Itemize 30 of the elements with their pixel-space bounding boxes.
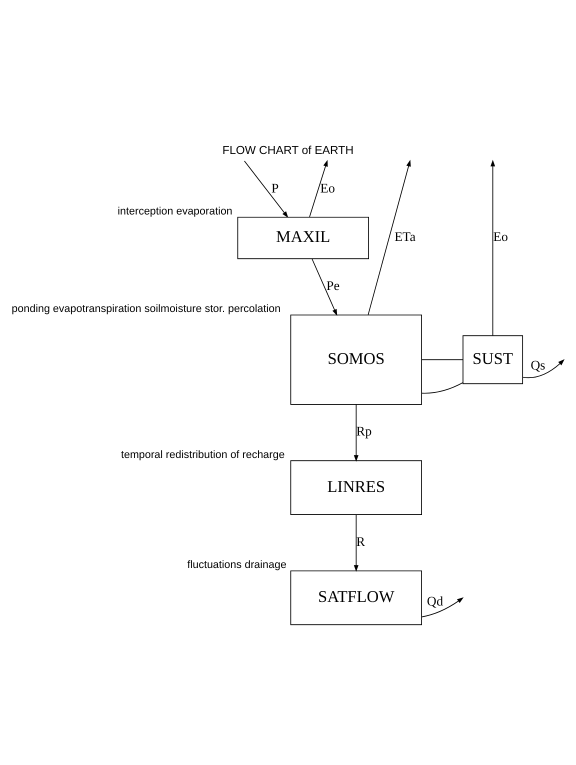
connector (421, 358, 464, 360)
node-box: SOMOS (290, 314, 422, 404)
node-label: fluctuations drainage (187, 558, 286, 570)
diagram-title: FLOW CHART of EARTH (222, 144, 354, 156)
edge-label: Qs (530, 356, 546, 372)
edge-label: Qd (426, 593, 444, 608)
edge-label: Eo (320, 180, 335, 195)
arrow (354, 514, 358, 572)
connector (421, 382, 464, 394)
arrow (490, 159, 496, 336)
arrow (309, 159, 328, 217)
node-box: MAXIL (237, 216, 369, 259)
arrow (522, 358, 565, 378)
arrow (244, 160, 288, 218)
arrow (368, 159, 411, 315)
arrow (354, 404, 358, 462)
edge-label: P (271, 180, 279, 195)
node-box: SATFLOW (290, 570, 422, 625)
edge-label: Eo (493, 228, 508, 244)
edge-label: Pe (326, 277, 340, 292)
node-label: ponding evapotranspiration soilmoisture stor. percolation (12, 302, 281, 314)
node-label: temporal redistribution of recharge (120, 448, 285, 460)
arrow (312, 258, 338, 316)
edge-label: R (356, 533, 366, 548)
edge-label: ETa (394, 228, 416, 244)
edge-label: Rp (356, 423, 372, 438)
node-label: interception evaporation (118, 204, 232, 217)
node-box: LINRES (290, 460, 422, 514)
arrow (421, 596, 464, 617)
node-box: SUST (462, 334, 524, 384)
